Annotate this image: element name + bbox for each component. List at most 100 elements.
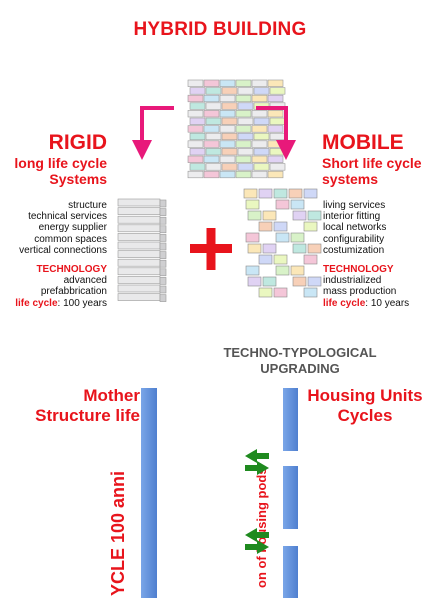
housing-pod [275,265,290,276]
building-cell [187,79,204,87]
rigid-subtitle: long life cycle Systems [14,155,107,187]
building-cell [187,170,204,179]
building-cell [189,87,206,95]
floor-side [159,234,167,242]
building-cell [203,170,220,179]
rigid-structure-illustration [117,198,167,302]
floor-slab [117,258,161,267]
building-cell [187,110,204,118]
housing-pod [292,243,307,254]
mother-cycle-vertical-text: YCLE 100 anni [108,470,128,596]
building-cell [221,87,238,95]
left-arrow-head [132,140,152,160]
rigid-technology-label: TECHNOLOGY [36,264,107,276]
building-cell [187,125,204,133]
rigid-item: common spaces [34,233,107,245]
mobile-subtitle-line: systems [322,171,379,187]
hybrid-building-illustration [187,79,286,179]
building-cell [251,79,268,87]
building-cell [221,148,238,156]
building-cell [267,110,284,118]
right-arrow-head [276,140,296,160]
building-cell [235,125,252,133]
floor-side [159,251,167,259]
building-cell [237,87,254,95]
floor-side [159,259,167,268]
building-cell [189,148,206,156]
mother-line: Mother [83,386,140,405]
floor-slab [117,293,161,301]
mobile-life-cycle-label: life cycle [323,297,366,309]
mobile-technology-item: mass production [323,286,397,298]
building-cell [219,155,236,163]
building-cell [205,102,222,110]
building-cell [219,140,236,148]
building-cell [205,87,222,95]
building-cell [219,79,236,87]
building-cell [251,155,268,163]
rigid-subtitle-line: Systems [49,171,107,187]
floor-slab [117,284,161,293]
building-cell [219,94,236,103]
building-cell [251,170,268,179]
split-arrows [132,106,296,160]
mobile-item: costumization [323,244,385,256]
building-cell [267,155,284,163]
mobile-life-cycle-value: : 10 years [365,297,410,309]
building-cell [221,102,238,110]
housing-pod [288,188,303,199]
left-arrow-shaft [140,106,174,143]
building-cell [269,87,286,95]
rigid-technology-item: advanced [63,275,107,287]
housing-pod [247,243,262,254]
building-cell [189,163,206,171]
rigid-item: vertical connections [19,244,107,256]
mobile-technology-item: industrialized [323,275,382,287]
mother-structure-bar [141,388,157,598]
housing-pod [307,276,322,287]
building-cell [237,148,254,156]
housing-cycle-bar [283,388,298,451]
housing-pod [262,276,277,287]
building-cell [267,170,284,179]
building-cell [267,125,284,133]
mobile-life-cycle: life cycle: 10 years [323,298,409,309]
building-cell [235,110,252,118]
building-cell [187,155,204,163]
building-cell [219,110,236,118]
housing-pod [262,243,277,254]
floor-slab [117,276,161,284]
floor-slab [117,241,161,250]
floor-side [159,294,167,302]
building-cell [203,79,220,87]
building-cell [205,117,222,125]
housing-pod [245,265,260,276]
building-cell [205,132,222,141]
upgrading-line: UPGRADING [260,361,340,376]
mobile-system-list: living services interior fitting local n… [323,200,409,309]
building-cell [219,125,236,133]
mobile-technology-label: TECHNOLOGY [323,264,394,276]
housing-pod [275,232,290,243]
building-cell [203,140,220,148]
floor-side [159,199,167,208]
plus-icon [190,228,232,270]
building-cell [221,163,238,171]
building-cell [251,110,268,118]
building-cell [235,94,252,103]
floor-side [159,208,167,216]
upgrading-caption: TECHNO-TYPOLOGICAL UPGRADING [195,345,405,377]
building-cell [237,132,254,141]
building-cell [205,148,222,156]
building-cell [237,102,254,110]
housing-pod [275,199,290,210]
floor-side [159,225,167,234]
building-cell [267,79,284,87]
floor-slab [117,215,161,224]
housing-pod [303,254,318,265]
building-cell [251,125,268,133]
building-cell [253,148,270,156]
housing-pod [307,243,322,254]
floor-slab [117,267,161,276]
housing-pod [258,221,273,232]
